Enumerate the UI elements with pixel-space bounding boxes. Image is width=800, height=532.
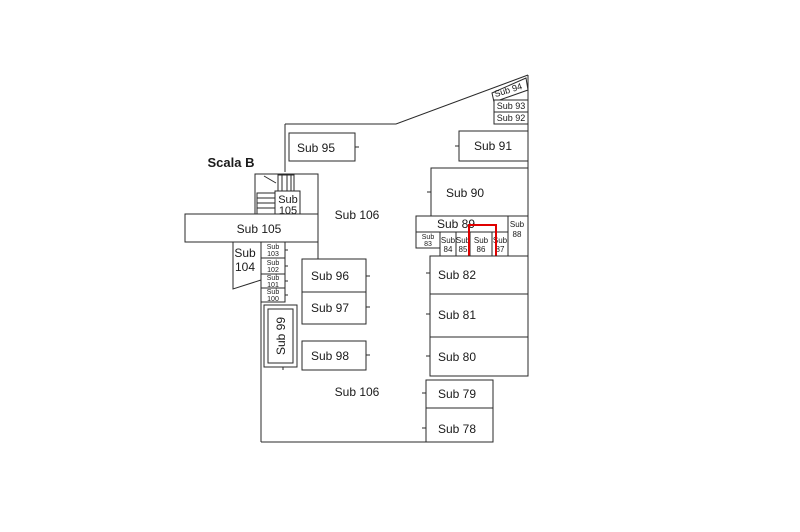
unit-sub-95[interactable]: Sub 95 (288, 132, 359, 162)
unit-sub-87[interactable]: Sub 87 (491, 231, 509, 257)
unit-sub-78[interactable]: Sub 78 (422, 407, 494, 443)
unit-sub-80[interactable]: Sub 80 (426, 336, 529, 377)
stair-block-scala-b[interactable]: Sub 105 (254, 173, 319, 217)
svg-text:Sub: Sub (474, 236, 489, 245)
svg-text:86: 86 (477, 245, 486, 254)
unit-sub-105[interactable]: Sub 105 (184, 213, 319, 243)
svg-text:102: 102 (267, 267, 279, 274)
unit-sub-84[interactable]: Sub 84 (439, 231, 457, 257)
unit-sub-97[interactable]: Sub 97 (301, 291, 370, 325)
unit-sub-83[interactable]: Sub 83 (415, 231, 441, 249)
svg-text:Sub: Sub (278, 194, 298, 206)
unit-sub-106-label-bottom: Sub 106 (335, 385, 380, 399)
unit-sub-88[interactable]: Sub 88 (507, 215, 529, 257)
unit-sub-92[interactable]: Sub 92 (493, 111, 529, 125)
svg-text:Sub 89: Sub 89 (437, 217, 475, 231)
svg-text:Sub: Sub (267, 260, 280, 267)
unit-sub-99[interactable]: Sub 99 (263, 304, 298, 370)
svg-text:Sub: Sub (422, 234, 435, 241)
unit-sub-100[interactable]: Sub 100 (260, 287, 288, 303)
svg-text:83: 83 (424, 241, 432, 248)
unit-sub-79[interactable]: Sub 79 (422, 379, 494, 409)
unit-sub-82[interactable]: Sub 82 (426, 255, 529, 295)
svg-text:Sub 99: Sub 99 (274, 317, 288, 355)
svg-text:Sub: Sub (441, 236, 456, 245)
svg-text:88: 88 (513, 230, 522, 239)
svg-text:84: 84 (444, 245, 453, 254)
svg-text:100: 100 (267, 296, 279, 303)
unit-sub-103[interactable]: Sub 103 (260, 241, 288, 259)
unit-sub-81[interactable]: Sub 81 (426, 293, 529, 338)
unit-sub-104[interactable]: Sub 104 (234, 246, 256, 274)
svg-text:Sub 79: Sub 79 (438, 387, 476, 401)
svg-text:Sub: Sub (493, 236, 508, 245)
svg-text:87: 87 (496, 245, 505, 254)
unit-sub-93[interactable]: Sub 93 (493, 99, 529, 113)
svg-text:Sub: Sub (234, 246, 256, 260)
unit-sub-102[interactable]: Sub 102 (260, 257, 288, 275)
svg-text:Sub 80: Sub 80 (438, 350, 476, 364)
unit-sub-86[interactable]: Sub 86 (469, 231, 493, 257)
svg-text:Sub: Sub (267, 289, 280, 296)
svg-text:101: 101 (267, 282, 279, 289)
svg-text:104: 104 (235, 260, 255, 274)
svg-text:Sub 90: Sub 90 (446, 186, 484, 200)
unit-sub-90[interactable]: Sub 90 (427, 167, 529, 217)
svg-text:Sub 96: Sub 96 (311, 269, 349, 283)
unit-sub-96[interactable]: Sub 96 (301, 258, 370, 293)
unit-sub-89[interactable]: Sub 89 (415, 215, 509, 233)
svg-text:Sub 105: Sub 105 (237, 222, 282, 236)
svg-text:Sub 98: Sub 98 (311, 349, 349, 363)
svg-text:Sub: Sub (267, 275, 280, 282)
svg-text:Sub 78: Sub 78 (438, 422, 476, 436)
svg-text:Sub 95: Sub 95 (297, 141, 335, 155)
svg-text:103: 103 (267, 251, 279, 258)
svg-text:85: 85 (459, 245, 468, 254)
svg-text:Sub: Sub (267, 244, 280, 251)
svg-text:Sub 92: Sub 92 (497, 113, 526, 123)
unit-sub-98[interactable]: Sub 98 (301, 340, 370, 371)
svg-text:Sub 97: Sub 97 (311, 301, 349, 315)
svg-text:Sub 93: Sub 93 (497, 101, 526, 111)
svg-text:Sub 81: Sub 81 (438, 308, 476, 322)
svg-text:Sub: Sub (510, 220, 525, 229)
unit-sub-106-label-top: Sub 106 (335, 208, 380, 222)
svg-text:Sub: Sub (456, 236, 471, 245)
svg-text:Sub 82: Sub 82 (438, 268, 476, 282)
svg-text:Sub 91: Sub 91 (474, 139, 512, 153)
unit-sub-101[interactable]: Sub 101 (260, 273, 288, 289)
unit-sub-91[interactable]: Sub 91 (455, 130, 529, 162)
stair-title-label: Scala B (208, 155, 255, 170)
